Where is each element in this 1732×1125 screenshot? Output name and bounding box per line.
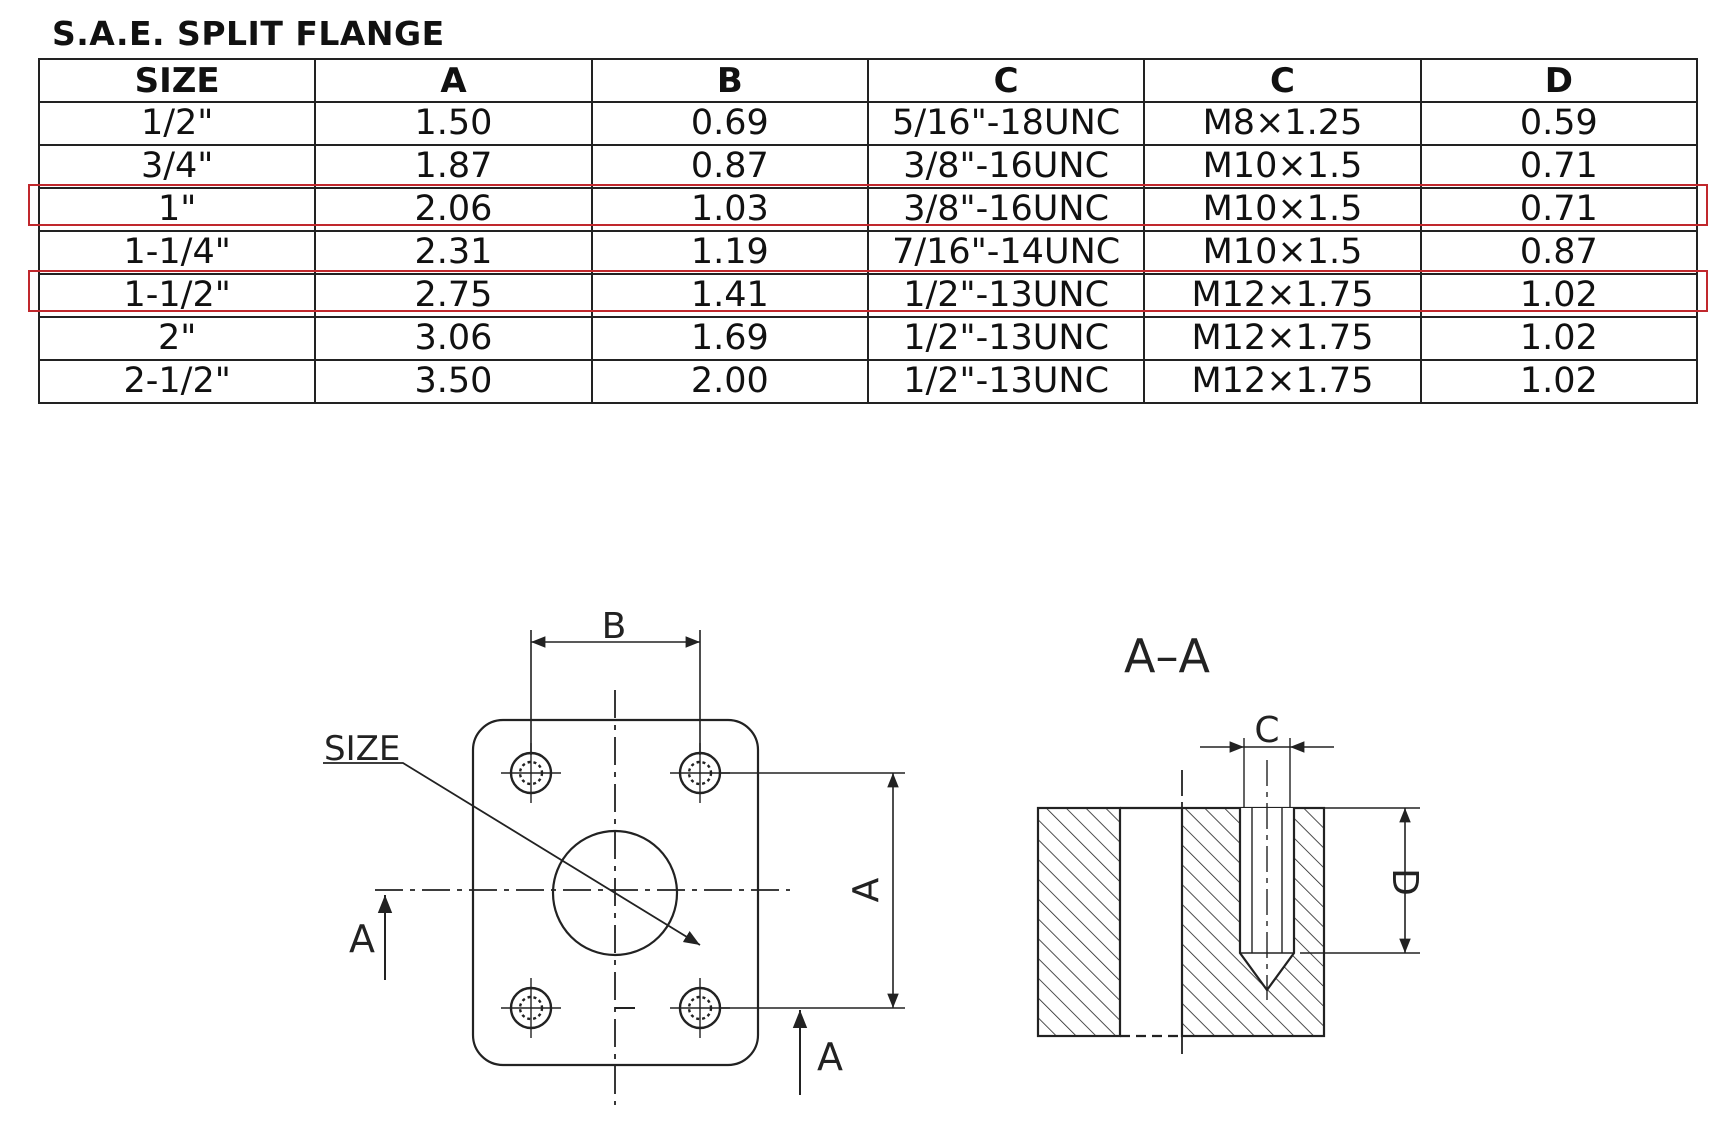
front-view	[323, 630, 905, 1105]
table-header-row: SIZE A B C C D	[37, 58, 1699, 103]
cell-c-unc: 1/2"-13UNC	[866, 359, 1146, 404]
dimension-label-c: C	[1254, 710, 1279, 751]
cell-d: 1.02	[1419, 359, 1699, 404]
dimension-label-b: B	[602, 606, 627, 647]
header-size: SIZE	[37, 58, 317, 103]
cell-c-metric: M12×1.75	[1143, 316, 1422, 361]
label-size: SIZE	[324, 729, 400, 769]
cell-d: 0.71	[1419, 144, 1699, 189]
cell-d: 1.02	[1419, 316, 1699, 361]
cell-a: 3.50	[314, 359, 593, 404]
table-row: 3/4" 1.87 0.87 3/8"-16UNC M10×1.5 0.71	[37, 144, 1699, 189]
section-title: A–A	[1124, 629, 1210, 683]
header-c-metric: C	[1143, 58, 1422, 103]
cell-c-unc: 1/2"-13UNC	[866, 273, 1146, 318]
bolt-hole	[501, 978, 561, 1038]
section-mark-label-left: A	[349, 917, 375, 961]
cell-b: 0.87	[590, 144, 869, 189]
cell-b: 0.69	[590, 101, 869, 146]
cell-c-unc: 3/8"-16UNC	[866, 144, 1146, 189]
dimension-label-d: D	[1384, 868, 1425, 896]
cell-size: 1/2"	[37, 101, 317, 146]
table-row: 2-1/2" 3.50 2.00 1/2"-13UNC M12×1.75 1.0…	[37, 359, 1699, 404]
cell-d: 0.59	[1419, 101, 1699, 146]
cell-c-unc: 7/16"-14UNC	[866, 230, 1146, 275]
section-mark-label-right: A	[817, 1035, 843, 1079]
cell-c-metric: M10×1.5	[1143, 230, 1422, 275]
cell-c-metric: M12×1.75	[1143, 359, 1422, 404]
dimension-label-a: A	[846, 877, 887, 902]
cell-b: 2.00	[590, 359, 869, 404]
cell-a: 2.31	[314, 230, 593, 275]
cell-c-unc: 1/2"-13UNC	[866, 316, 1146, 361]
table-row: 1/2" 1.50 0.69 5/16"-18UNC M8×1.25 0.59	[37, 101, 1699, 146]
cell-b: 1.69	[590, 316, 869, 361]
flange-outline	[471, 718, 760, 1067]
cell-size: 1-1/4"	[37, 230, 317, 275]
cell-c-unc: 5/16"-18UNC	[866, 101, 1146, 146]
cell-a: 3.06	[314, 316, 593, 361]
table-row: 1-1/2" 2.75 1.41 1/2"-13UNC M12×1.75 1.0…	[37, 273, 1699, 318]
header-c-unc: C	[866, 58, 1146, 103]
table-row: 1" 2.06 1.03 3/8"-16UNC M10×1.5 0.71	[37, 187, 1699, 232]
hatched-block-left	[1036, 806, 1122, 1038]
header-b: B	[590, 58, 869, 103]
cell-c-metric: M8×1.25	[1143, 101, 1422, 146]
cell-a: 2.06	[314, 187, 593, 232]
flange-spec-table: SIZE A B C C D 1/2" 1.50 0.69 5/16"-18UN…	[37, 58, 1699, 404]
cell-size: 2-1/2"	[37, 359, 317, 404]
cell-a: 1.50	[314, 101, 593, 146]
cell-size: 3/4"	[37, 144, 317, 189]
table-row: 2" 3.06 1.69 1/2"-13UNC M12×1.75 1.02	[37, 316, 1699, 361]
header-d: D	[1419, 58, 1699, 103]
section-view	[1036, 738, 1420, 1060]
header-a: A	[314, 58, 593, 103]
table-row: 1-1/4" 2.31 1.19 7/16"-14UNC M10×1.5 0.8…	[37, 230, 1699, 275]
cell-c-metric: M10×1.5	[1143, 144, 1422, 189]
cell-d: 0.87	[1419, 230, 1699, 275]
cell-a: 1.87	[314, 144, 593, 189]
cell-size: 2"	[37, 316, 317, 361]
cell-b: 1.19	[590, 230, 869, 275]
document-title: S.A.E. SPLIT FLANGE	[52, 14, 445, 53]
